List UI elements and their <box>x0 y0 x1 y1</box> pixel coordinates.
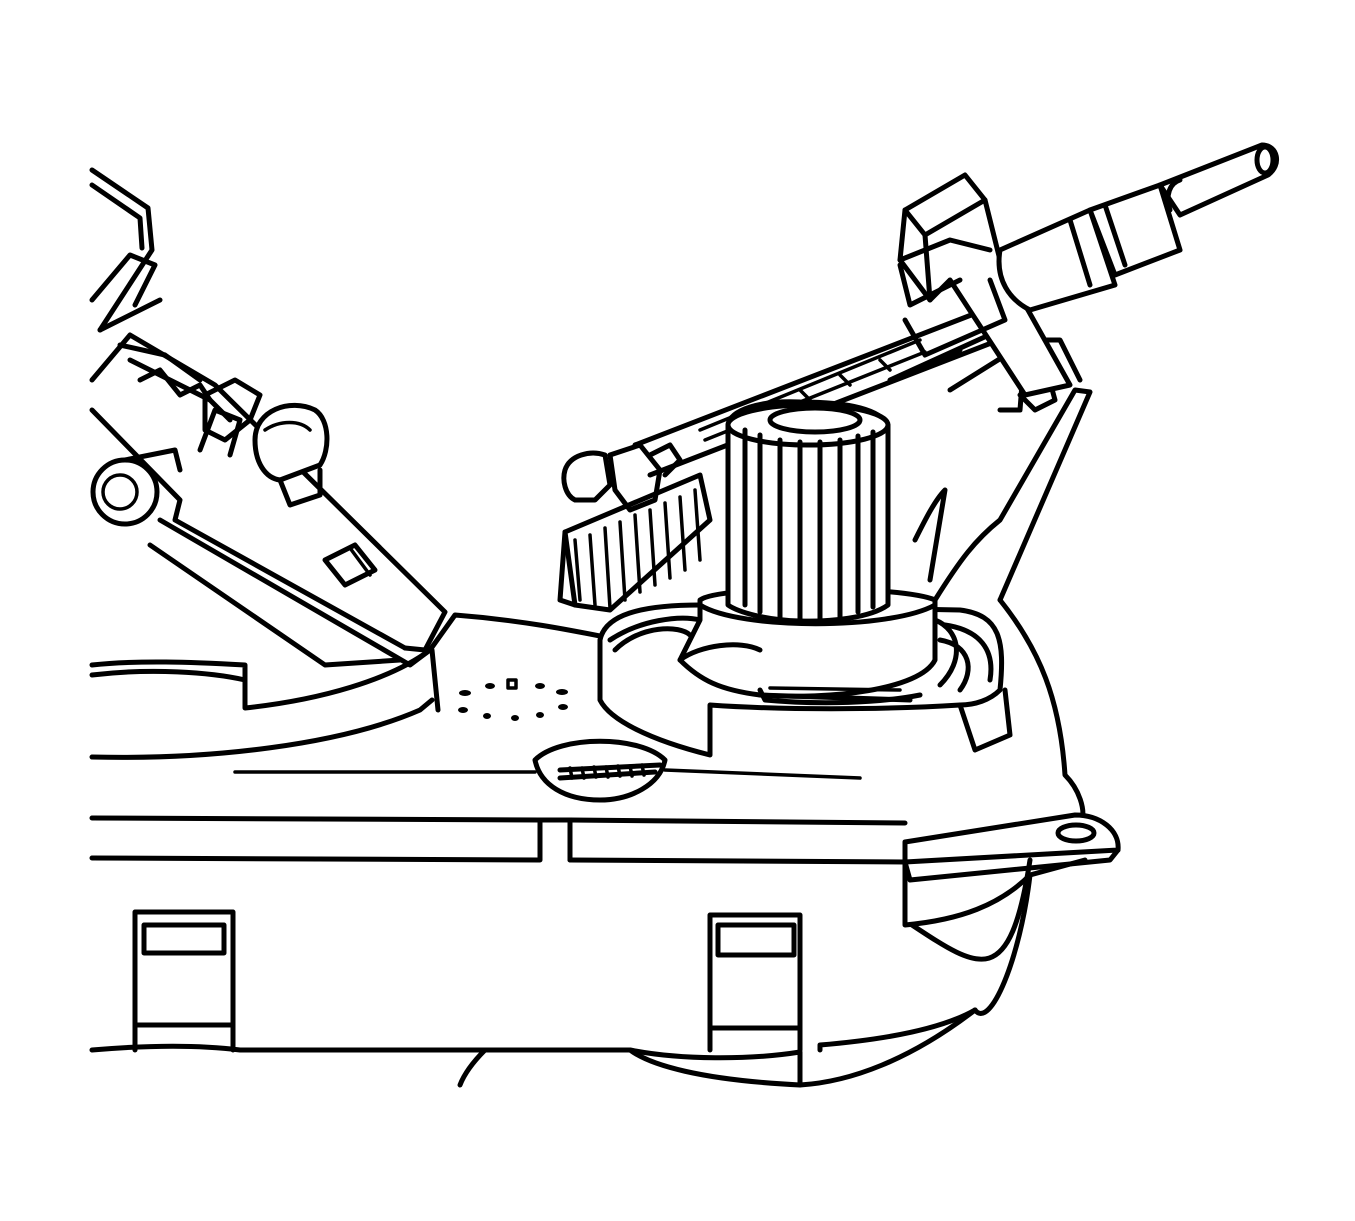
knob-base <box>597 586 1013 758</box>
rail-button <box>252 403 330 483</box>
housing-body <box>89 597 1088 1088</box>
center-clip-slot <box>707 912 803 1053</box>
mounting-tab <box>902 812 1121 883</box>
connector-cable <box>897 142 1279 398</box>
index-marks <box>458 678 568 721</box>
thumb-wheel <box>532 738 668 803</box>
left-bracket-assembly <box>89 167 448 668</box>
knurled-knob <box>725 399 891 624</box>
left-clip-slot <box>132 909 236 1053</box>
